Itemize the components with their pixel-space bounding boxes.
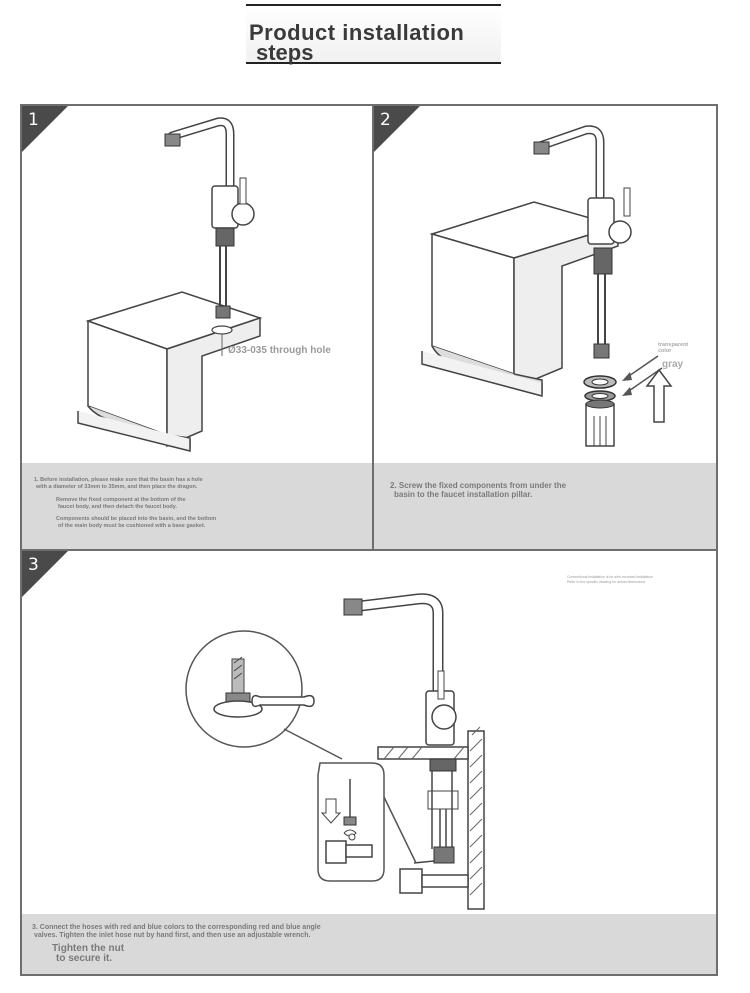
step-3-caption-line: 3. Connect the hoses with red and blue c… [32,924,321,931]
step-2-caption-line: basin to the faucet installation pillar. [394,490,533,499]
step-1-corner-badge [22,106,68,152]
step-3-caption: 3. Connect the hoses with red and blue c… [22,914,716,974]
step-1-caption-line: with a diameter of 33mm to 35mm, and the… [36,484,198,490]
page-title-continuation: steps [256,40,314,65]
step-1-number: 1 [28,110,39,130]
step-3-note: Refer to the specific drawing for actual… [567,580,646,584]
gray-washer-label: gray [662,359,684,370]
step-2-panel: 2 transparent color gray 2. Screw the fi… [372,104,718,553]
step-1-illustration [77,117,263,452]
page-title-box: Product installation steps [246,4,501,64]
step-1-caption: 1. Before installation, please make sure… [22,463,373,551]
step-2-illustration [421,125,673,447]
step-1-caption-line: faucet body, and then detach the faucet … [58,504,177,510]
step-3-tighten-label: Tighten the nut [52,943,125,954]
step-1-caption-line: Components should be placed into the bas… [56,516,217,522]
hole-diameter-label: Ø33-035 through hole [228,345,331,356]
step-3-panel: 3 Conventional installation is for sink-… [20,549,718,976]
step-3-illustration [185,593,485,910]
step-3-corner-badge [22,551,68,597]
step-1-caption-line: 1. Before installation, please make sure… [34,477,203,483]
step-1-caption-line: of the main body must be cushioned with … [58,523,206,529]
step-2-caption: 2. Screw the fixed components from under… [374,463,716,551]
step-2-corner-badge [374,106,420,152]
step-3-tighten-label: to secure it. [56,953,113,964]
step-2-caption-line: 2. Screw the fixed components from under… [390,481,567,490]
step-3-note: Conventional installation is for sink-mo… [567,575,653,579]
step-1-panel: 1 Ø33-035 through hole 1. Before install… [20,104,375,553]
step-3-number: 3 [28,555,39,575]
step-1-caption-line: Remove the fixed component at the bottom… [56,497,186,503]
transparent-washer-label: transparent color [658,342,689,354]
step-3-caption-line: valves. Tighten the inlet hose nut by ha… [34,932,311,939]
page-title: Product installation [249,20,465,45]
step-2-number: 2 [380,110,391,130]
